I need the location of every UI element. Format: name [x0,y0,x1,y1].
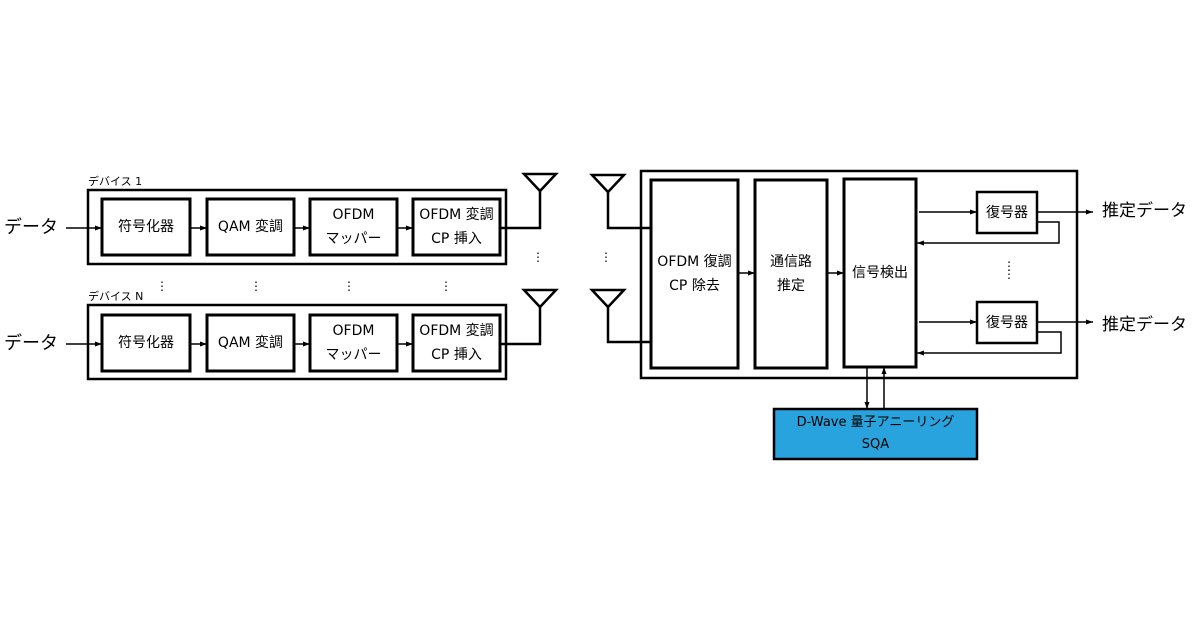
device-1-label: デバイス 1 [88,175,143,188]
device-1-mapper: OFDM マッパー [310,199,397,255]
ellipsis-icon: ⋮ [440,279,452,293]
device-n-mapper: OFDM マッパー [310,315,397,371]
block-ofdm-demod [649,178,740,370]
block-channel-est [753,178,829,370]
device-n-qam: QAM 変調 [207,315,294,371]
block-label: 通信路 [770,254,812,270]
block-label: QAM 変調 [217,219,284,235]
device-1-ofdm-mod: OFDM 変調 CP 挿入 [413,199,500,255]
rx-antenna-n-icon [589,288,627,309]
rx-antenna-n-feed [606,307,651,344]
feedback-decoder-n [917,331,1062,356]
output-1-label: 推定データ [1102,201,1187,221]
block-label: CP 挿入 [431,347,482,363]
signal-detect-label: 信号検出 [844,179,916,367]
receiver-frame [639,169,1079,380]
device-n-ofdm-mod: OFDM 変調 CP 挿入 [413,315,500,371]
decoder-n-label: 復号器 [977,302,1037,343]
ofdm-demod-label: OFDM 復調 CP 除去 [651,180,738,368]
block-label: 符号化器 [118,335,174,351]
block-label: OFDM [332,323,375,339]
device-1-encoder: 符号化器 [102,199,190,255]
block-label: QAM 変調 [217,335,284,351]
device-1-qam: QAM 変調 [207,199,294,255]
ellipsis-icon: ⋮ [600,250,612,264]
device-1-block-mapper [308,197,399,257]
device-1-block-qam [205,197,296,257]
output-n-label: 推定データ [1102,315,1187,335]
device-n-label: デバイス N [88,290,144,303]
device-n-antenna-feed [500,306,542,346]
block-label: OFDM [332,207,375,223]
channel-est-label: 通信路推定 [755,180,827,368]
block-label: 推定 [777,278,805,294]
device-1-antenna-icon [521,172,559,193]
ellipsis-icon: ⋮ [343,279,355,293]
feedback-decoder-1 [917,221,1060,246]
block-label: OFDM 変調 [419,323,494,339]
device-n-input-label: データ [4,333,58,354]
device-n-frame [86,303,508,381]
device-n-block-qam [205,313,296,373]
block-quantum-annealing [772,407,979,461]
ellipsis-icon: ⋮ [250,279,262,293]
device-n-encoder: 符号化器 [102,315,190,371]
block-label: OFDM 変調 [419,207,494,223]
block-label: SQA [861,437,890,452]
device-n-block-mapper [308,313,399,373]
block-label: CP 挿入 [431,231,482,247]
block-label: マッパー [325,347,382,363]
block-label: OFDM 復調 [657,254,732,270]
device-n-block-encoder [100,313,192,373]
block-label: マッパー [325,231,382,247]
ellipsis-icon: ⋮ [532,250,544,264]
device-1-block-encoder [100,197,192,257]
block-label: D-Wave 量子アニーリング [796,415,955,430]
rx-antenna-1-feed [606,192,651,230]
device-1-input-label: データ [4,217,58,238]
block-label: CP 除去 [669,278,720,294]
rx-antenna-1-icon [589,173,627,194]
quantum-annealing-label: D-Wave 量子アニーリング SQA [774,409,977,459]
block-label: 信号検出 [852,265,908,281]
ellipsis-icon: ⋮⋮ [1003,259,1015,281]
block-label: 復号器 [986,204,1028,221]
decoder-1-label: 復号器 [977,192,1037,233]
block-label: 復号器 [986,314,1028,331]
device-1-antenna-feed [500,190,542,230]
block-label: 符号化器 [118,219,174,235]
device-n-antenna-icon [521,288,559,309]
ellipsis-icon: ⋮ [156,279,168,293]
